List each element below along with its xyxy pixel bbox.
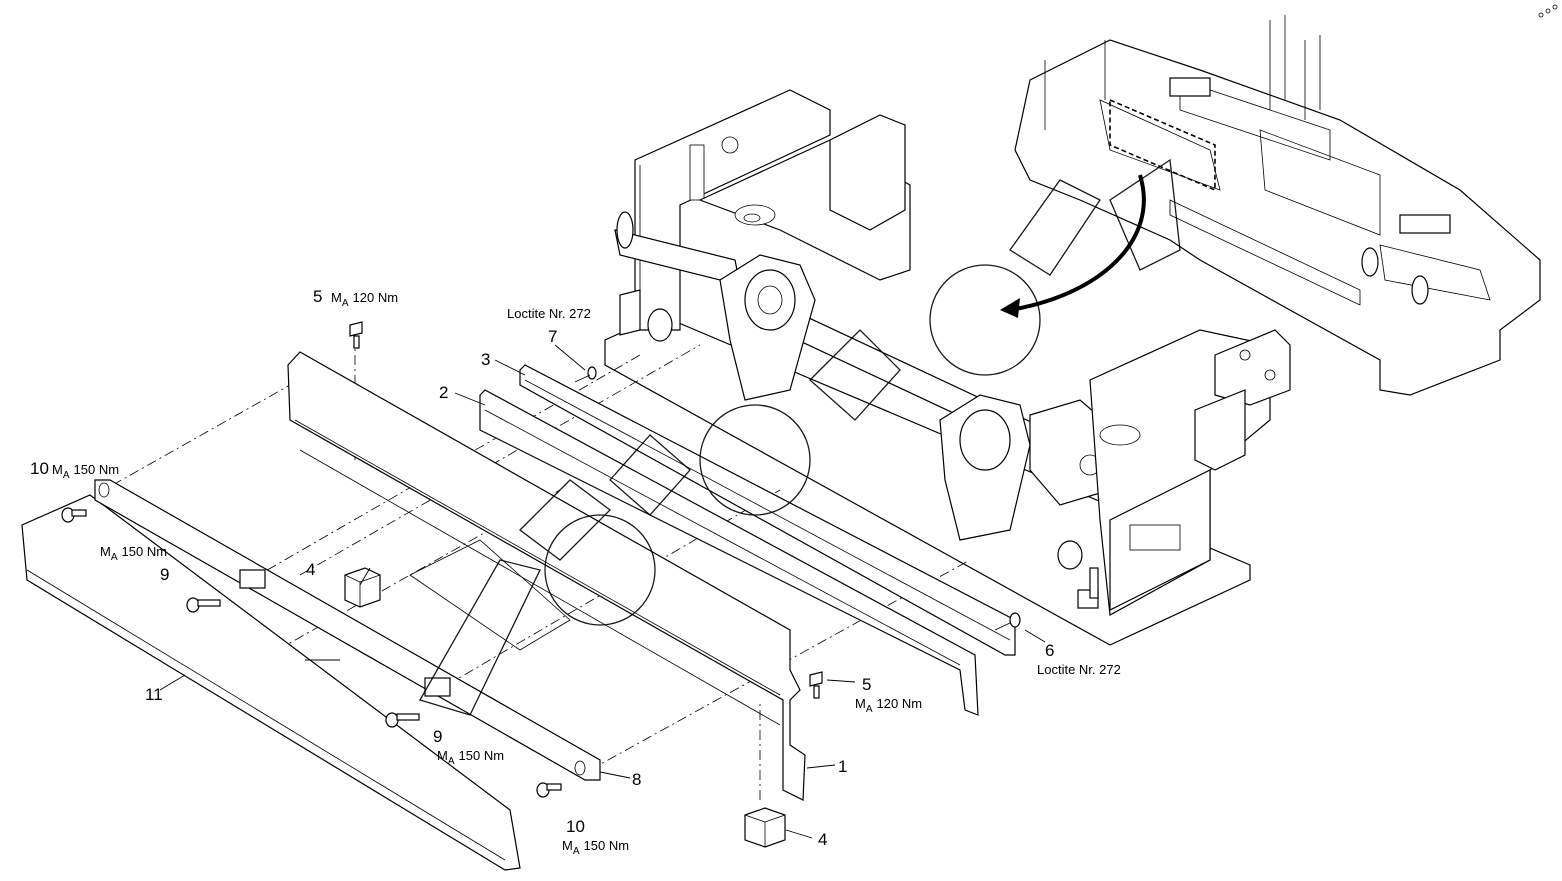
label-part-10-upper: 10 — [30, 459, 49, 478]
leader-lines — [159, 344, 1046, 839]
bolt-9-lower-icon — [385, 712, 420, 728]
label-part-6: 6 — [1045, 641, 1054, 660]
label-part-3: 3 — [481, 350, 490, 369]
bolt-5-upper-icon — [349, 321, 363, 349]
machine-frame — [604, 89, 1291, 646]
label-part-2: 2 — [439, 383, 448, 402]
part-8-flat-bar — [94, 479, 601, 781]
part-1-side-plate — [287, 351, 806, 801]
part-2-strip — [479, 389, 979, 716]
bolt-9-upper-icon — [186, 597, 221, 613]
label-part-11: 11 — [145, 685, 163, 704]
part-11-cover-plate — [21, 494, 521, 871]
part-4-block-upper — [344, 567, 381, 608]
bolt-10-lower-icon — [536, 782, 562, 798]
autosoft-watermark — [419, 158, 1181, 716]
bolt-7-icon — [574, 366, 597, 383]
label-part-5-upper: 5 — [313, 287, 322, 306]
label-part-4-upper: 4 — [306, 560, 315, 579]
label-part-8: 8 — [632, 770, 641, 789]
overview-machine — [1014, 15, 1541, 396]
label-part-1: 1 — [838, 757, 847, 776]
bolt-6-icon — [994, 612, 1021, 631]
label-part-5-lower: 5 — [862, 675, 871, 694]
bolt-10-upper-icon — [61, 507, 87, 523]
label-part-9-upper: 9 — [160, 565, 169, 584]
label-part-4-lower: 4 — [818, 830, 827, 849]
bolt-5-lower-icon — [809, 671, 823, 699]
corner-mark-icon — [1538, 4, 1558, 18]
label-part-9-lower: 9 — [433, 727, 442, 746]
note-part-7: Loctite Nr. 272 — [507, 306, 591, 321]
label-part-7: 7 — [548, 327, 557, 346]
label-part-10-lower: 10 — [566, 817, 585, 836]
detail-arrow — [1000, 174, 1146, 318]
note-part-6: Loctite Nr. 272 — [1037, 662, 1121, 677]
part-4-block-lower — [744, 807, 786, 848]
